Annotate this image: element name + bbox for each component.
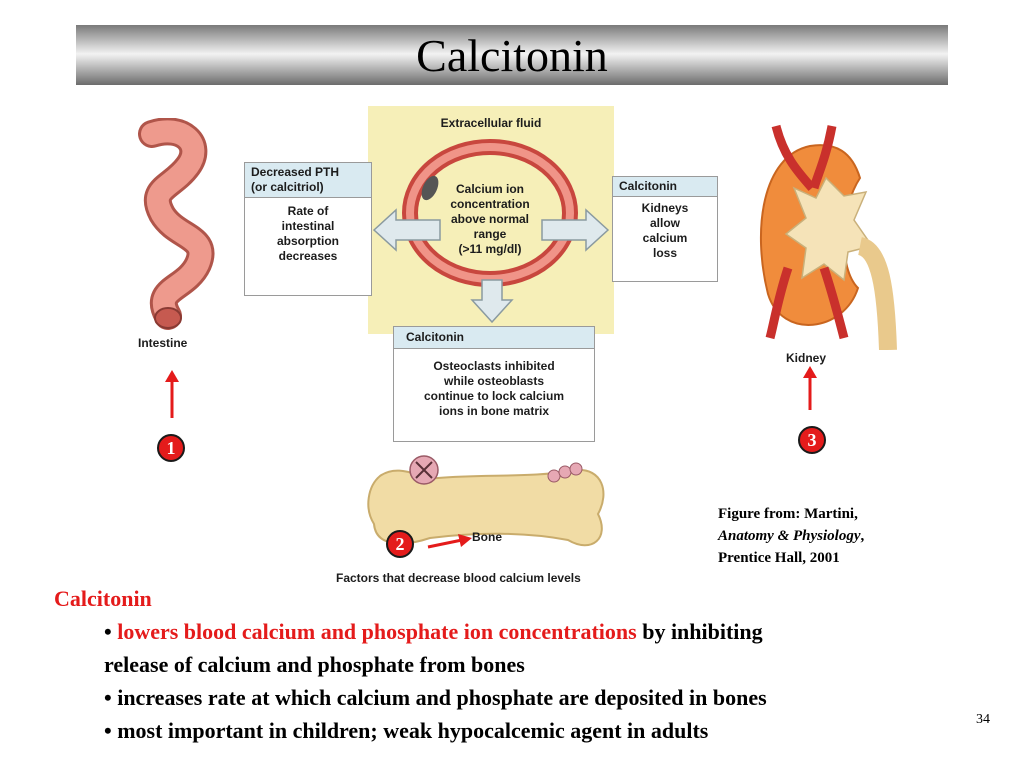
body-line: ions in bone matrix [438, 404, 549, 418]
credit-line: Prentice Hall, 2001 [718, 550, 840, 566]
header-line: (or calcitriol) [251, 180, 324, 194]
calcitonin-bone-box: Calcitonin Osteoclasts inhibited while o… [393, 326, 595, 442]
slide-title: Calcitonin [416, 29, 608, 81]
bullet-3: • most important in children; weak hypoc… [104, 718, 709, 743]
credit-punctuation: , [860, 528, 865, 544]
figure-credit: Figure from: Martini, Anatomy & Physiolo… [718, 503, 864, 569]
figure-caption: Factors that decrease blood calcium leve… [336, 571, 581, 585]
calcitonin-kidney-box: Calcitonin Kidneys allow calcium loss [612, 176, 718, 282]
intestine-illustration [138, 118, 215, 330]
notes-heading: Calcitonin [54, 586, 152, 611]
bullet-2: • increases rate at which calcium and ph… [104, 685, 767, 710]
body-line: allow [649, 216, 680, 230]
credit-line: Figure from: Martini, [718, 506, 858, 522]
box-body: Kidneys allow calcium loss [613, 197, 717, 267]
center-line: Calcium ion [455, 182, 524, 196]
box-body: Rate of intestinal absorption decreases [245, 198, 371, 270]
body-line: intestinal [281, 219, 335, 233]
center-line: concentration [450, 197, 530, 211]
box-header: Calcitonin [394, 327, 594, 349]
arrow-up-icon [165, 370, 179, 418]
body-line: Osteoclasts inhibited [433, 359, 555, 373]
calcium-concentration-text: Calcium ion concentration above normal r… [438, 182, 542, 257]
center-line: (>11 mg/dl) [458, 242, 522, 256]
bullet-1-text: by inhibiting [636, 619, 763, 644]
kidney-label: Kidney [786, 351, 827, 365]
marker-2: 2 [386, 530, 414, 558]
intestine-label: Intestine [138, 336, 188, 350]
body-line: loss [652, 246, 677, 260]
marker-1: 1 [157, 434, 185, 462]
body-line: decreases [278, 249, 338, 263]
box-header: Calcitonin [613, 177, 717, 197]
header-line: Decreased PTH [251, 165, 340, 179]
bullet-1: • lowers blood calcium and phosphate ion… [104, 619, 763, 644]
arrow-up-icon [803, 366, 817, 410]
right-arrow-icon [541, 208, 610, 252]
body-line: while osteoblasts [443, 374, 545, 388]
center-line: range [473, 227, 507, 241]
bullet-1-continuation: release of calcium and phosphate from bo… [104, 652, 525, 677]
marker-3: 3 [798, 426, 826, 454]
page-number: 34 [976, 712, 990, 727]
box-body: Osteoclasts inhibited while osteoblasts … [394, 349, 594, 425]
decreased-pth-box: Decreased PTH (or calcitriol) Rate of in… [244, 162, 372, 296]
credit-book-title: Anatomy & Physiology [718, 528, 861, 544]
down-arrow-icon [470, 279, 514, 324]
ecf-label: Extracellular fluid [440, 116, 542, 130]
center-line: above normal [450, 212, 530, 226]
body-line: calcium [642, 231, 688, 245]
bullet-1-highlight: lowers blood calcium and phosphate ion c… [117, 619, 637, 644]
left-arrow-icon [372, 208, 441, 252]
bone-label: Bone [472, 530, 502, 544]
body-line: Kidneys [641, 201, 689, 215]
box-header: Decreased PTH (or calcitriol) [245, 163, 371, 198]
body-line: continue to lock calcium [423, 389, 565, 403]
body-line: absorption [277, 234, 339, 248]
bullet-2-text: increases rate at which calcium and phos… [117, 685, 767, 710]
title-bar: Calcitonin [76, 25, 948, 85]
notes: Calcitonin • lowers blood calcium and ph… [54, 582, 984, 747]
bullet-3-text: most important in children; weak hypocal… [117, 718, 709, 743]
blood-vessel-ring [402, 139, 578, 287]
kidney-illustration [759, 124, 897, 350]
bone-illustration [367, 455, 605, 547]
body-line: Rate of [287, 204, 329, 218]
credit-line: Anatomy & Physiology, [718, 525, 864, 547]
arrow-right-icon [427, 534, 472, 549]
